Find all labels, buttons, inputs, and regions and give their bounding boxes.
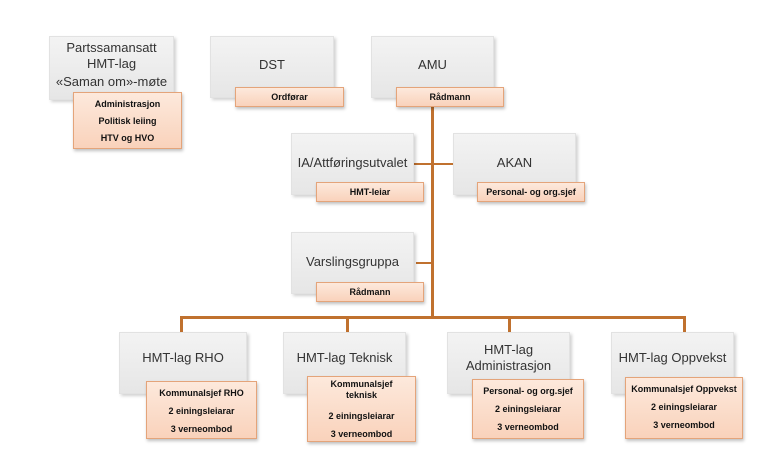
ia-title: IA/Attføringsutvalet bbox=[297, 155, 408, 170]
amu-role-label: Rådmann bbox=[429, 92, 471, 102]
partssamansatt-title-line3: «Saman om»-møte bbox=[55, 74, 168, 89]
varsling-role: Rådmann bbox=[316, 282, 424, 302]
hmt-teknisk-line-2: 3 verneombod bbox=[330, 429, 393, 439]
hmt-rho-line-2: 3 verneombod bbox=[170, 424, 233, 434]
partssamansatt-title-line1: Partssamansatt bbox=[66, 40, 157, 55]
dst-role-label: Ordførar bbox=[271, 92, 308, 102]
akan-role-label: Personal- og org.sjef bbox=[486, 187, 576, 197]
hmt-admin-title-line2: Administrasjon bbox=[465, 358, 552, 373]
hmt-admin-line-1: 2 einingsleiarar bbox=[494, 404, 562, 414]
varsling-title: Varslingsgruppa bbox=[306, 254, 399, 269]
varsling-role-label: Rådmann bbox=[349, 287, 391, 297]
hmt-oppvekst-line-1: 2 einingsleiarar bbox=[650, 402, 718, 412]
amu-title: AMU bbox=[418, 57, 447, 72]
hmt-rho-line-1: 2 einingsleiarar bbox=[168, 406, 235, 416]
akan-role: Personal- og org.sjef bbox=[477, 182, 585, 202]
akan-title: AKAN bbox=[496, 155, 533, 170]
hmt-rho-details: Kommunalsjef RHO 2 einingsleiarar 3 vern… bbox=[146, 381, 257, 439]
partssamansatt-details: Administrasjon Politisk leiing HTV og HV… bbox=[73, 92, 182, 149]
hmt-rho-title: HMT-lag RHO bbox=[142, 350, 224, 365]
ia-role-label: HMT-leiar bbox=[349, 187, 391, 197]
hmt-teknisk-line-1: 2 einingsleiarar bbox=[328, 411, 395, 421]
partssamansatt-detail-2: HTV og HVO bbox=[100, 133, 155, 143]
hmt-admin-title-line1: HMT-lag bbox=[483, 342, 534, 357]
connector-amu-trunk bbox=[431, 104, 434, 317]
connector-drop-teknisk bbox=[346, 316, 349, 333]
partssamansatt-detail-0: Administrasjon bbox=[94, 99, 161, 109]
connector-bottom-bar bbox=[180, 316, 686, 319]
hmt-oppvekst-details: Kommunalsjef Oppvekst 2 einingsleiarar 3… bbox=[625, 377, 743, 439]
partssamansatt-title-line2: HMT-lag bbox=[86, 56, 137, 71]
hmt-rho-line-0: Kommunalsjef RHO bbox=[159, 388, 244, 398]
ia-role: HMT-leiar bbox=[316, 182, 424, 202]
hmt-oppvekst-title: HMT-lag Oppvekst bbox=[618, 350, 727, 365]
hmt-teknisk-details: Kommunalsjef teknisk 2 einingsleiarar 3 … bbox=[307, 376, 416, 442]
amu-role: Rådmann bbox=[396, 87, 504, 107]
connector-ia-branch bbox=[413, 163, 453, 165]
dst-role: Ordførar bbox=[235, 87, 344, 107]
partssamansatt-detail-1: Politisk leiing bbox=[98, 116, 157, 126]
hmt-teknisk-line-0: Kommunalsjef teknisk bbox=[330, 379, 393, 400]
connector-drop-admin bbox=[508, 316, 511, 333]
connector-drop-oppvekst bbox=[683, 316, 686, 333]
hmt-teknisk-title: HMT-lag Teknisk bbox=[296, 350, 393, 365]
hmt-oppvekst-line-2: 3 verneombod bbox=[653, 420, 715, 430]
hmt-admin-line-2: 3 verneombod bbox=[497, 422, 559, 432]
connector-drop-rho bbox=[180, 316, 183, 333]
partssamansatt-box: Partssamansatt HMT-lag «Saman om»-møte bbox=[49, 36, 174, 100]
hmt-admin-line-0: Personal- og org.sjef bbox=[483, 386, 573, 396]
connector-varsling-branch bbox=[416, 262, 433, 264]
hmt-oppvekst-line-0: Kommunalsjef Oppvekst bbox=[631, 384, 737, 394]
dst-title: DST bbox=[259, 57, 285, 72]
hmt-admin-details: Personal- og org.sjef 2 einingsleiarar 3… bbox=[472, 379, 584, 439]
